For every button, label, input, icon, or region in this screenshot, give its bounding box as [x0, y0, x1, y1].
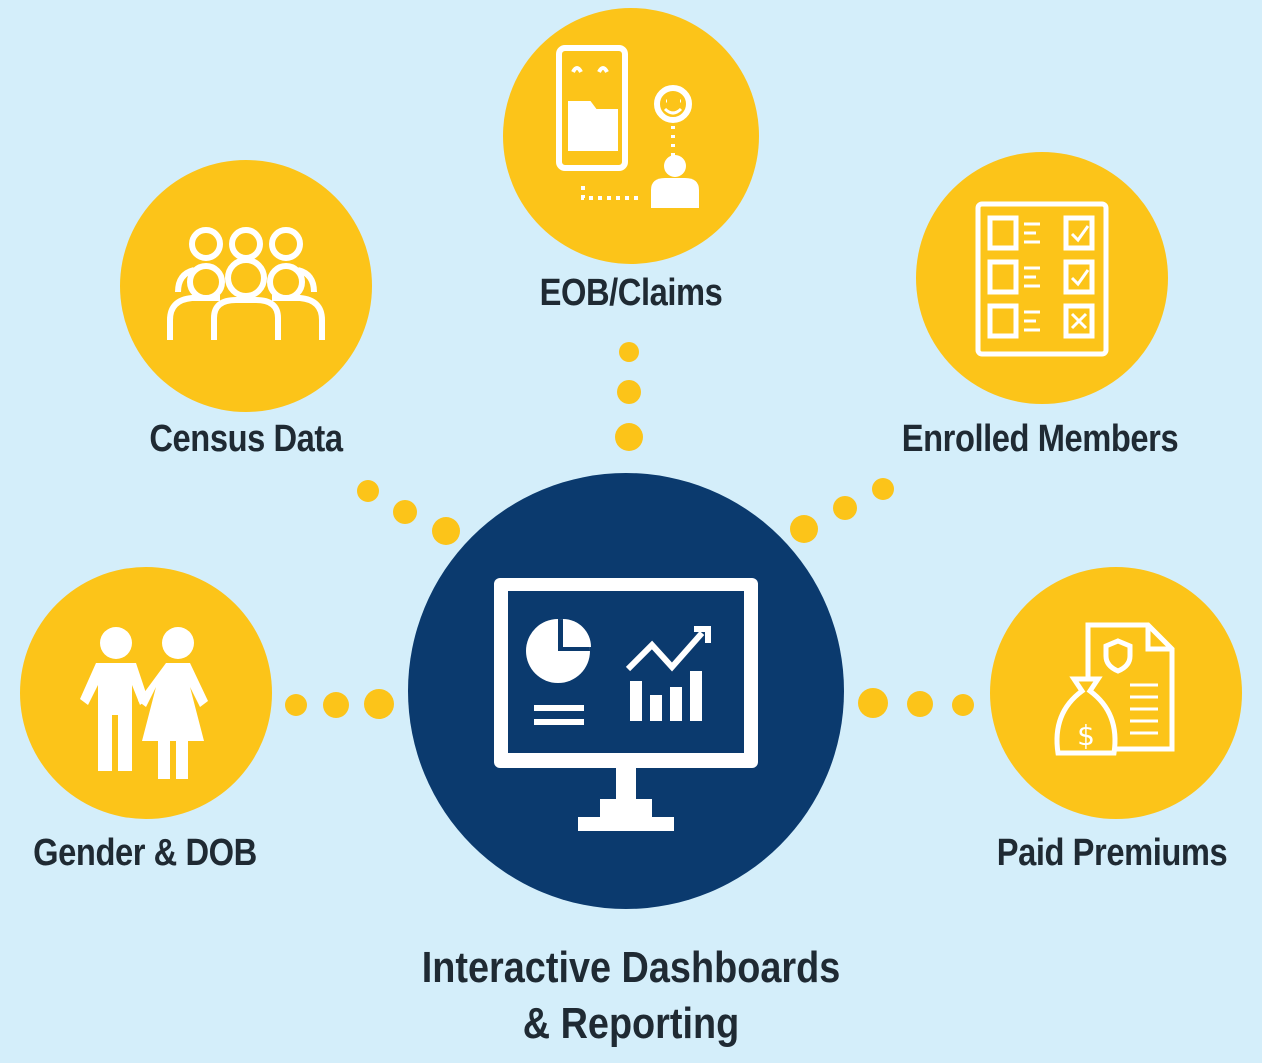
connector-dot: [285, 694, 307, 716]
connector-dot: [872, 478, 894, 500]
paid-premiums-label: Paid Premiums: [996, 832, 1228, 874]
connector-dot: [952, 694, 974, 716]
mobile-claim-user-icon: [556, 45, 699, 208]
man-woman-icon: [80, 627, 208, 779]
connector-dot: [323, 692, 349, 718]
enrolled-members-node: [916, 152, 1168, 404]
gender-dob-label: Gender & DOB: [33, 832, 257, 874]
census-data-node: [120, 160, 372, 412]
paid-premiums-node: $: [990, 567, 1242, 819]
connector-dot: [617, 380, 641, 404]
connector-dot: [790, 515, 818, 543]
hub-title-line2: & Reporting: [522, 999, 740, 1048]
connector-dot: [907, 691, 933, 717]
connector-dot: [615, 423, 643, 451]
money-bag-document-icon: $: [1054, 622, 1175, 756]
enrolled-members-label: Enrolled Members: [901, 418, 1179, 460]
eob-claims-node: [503, 8, 759, 264]
census-data-label: Census Data: [149, 418, 343, 460]
gender-dob-node: [20, 567, 272, 819]
connector-dot: [393, 500, 417, 524]
connector-dot: [858, 688, 888, 718]
connector-dot: [432, 517, 460, 545]
hub-title-line1: Interactive Dashboards: [421, 943, 841, 992]
connector-dot: [357, 480, 379, 502]
monitor-dashboard-icon: [494, 578, 758, 831]
group-people-icon: [167, 227, 325, 340]
svg-text:$: $: [1077, 719, 1095, 752]
connector-dot: [364, 689, 394, 719]
connector-dot: [833, 496, 857, 520]
member-checklist-icon: [975, 201, 1109, 357]
eob-claims-label: EOB/Claims: [539, 272, 723, 314]
dashboard-hub-node: [408, 473, 844, 909]
connector-dot: [619, 342, 639, 362]
hub-title: Interactive Dashboards & Reporting: [88, 940, 1173, 1052]
